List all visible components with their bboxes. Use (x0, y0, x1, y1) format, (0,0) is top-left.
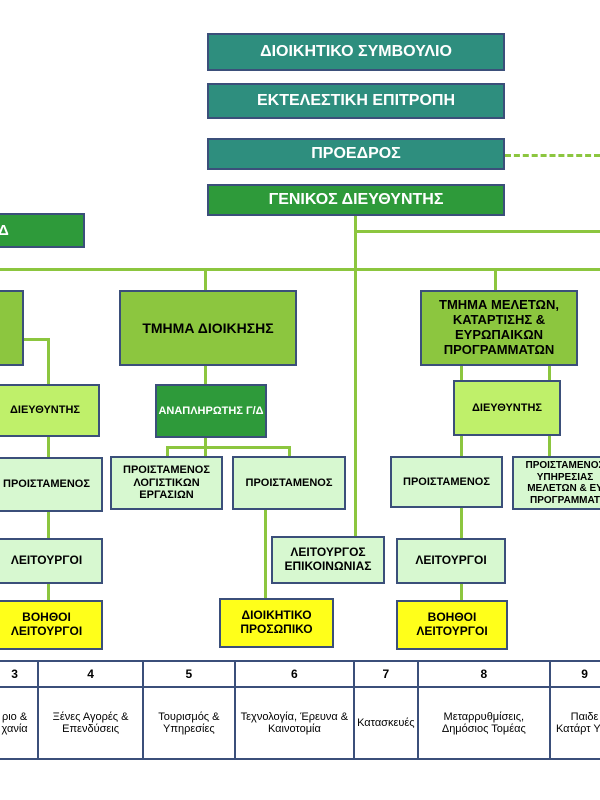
left-head-box: ΠΡΟΙΣΤΑΜΕΝΟΣ (0, 457, 103, 512)
sector-label: Μεταρρυθμίσεις, Δημόσιος Τομέας (416, 686, 552, 760)
executive-committee-box: ΕΚΤΕΛΕΣΤΙΚΗ ΕΠΙΤΡΟΠΗ (207, 83, 505, 119)
connector-line (47, 584, 50, 600)
sector-label: Τουρισμός & Υπηρεσίες (142, 686, 236, 760)
left-officers-box: ΛΕΙΤΟΥΡΓΟΙ (0, 538, 103, 584)
admin-staff-box: ΔΙΟΙΚΗΤΙΚΟ ΠΡΟΣΩΠΙΚΟ (219, 598, 334, 648)
connector-line (204, 366, 207, 384)
connector-line (47, 437, 50, 457)
connector-line (354, 230, 600, 233)
sector-label: Τεχνολογία, Έρευνα & Καινοτομία (233, 686, 356, 760)
admin-head-box: ΠΡΟΙΣΤΑΜΕΝΟΣ (232, 456, 346, 510)
connector-line (460, 508, 463, 538)
sector-label: Παιδε Κατάρτ Υγεί (549, 686, 600, 760)
sector-label: Ξένες Αγορές & Επενδύσεις (37, 686, 144, 760)
connector-line (354, 214, 357, 539)
studies-head-box: ΠΡΟΙΣΤΑΜΕΝΟΣ (390, 456, 503, 508)
sector-number: 5 (142, 660, 236, 688)
connector-line (548, 436, 551, 456)
deputy-director-box: ΑΝΑΠΛΗΡΩΤΗΣ Γ/Δ (155, 384, 267, 438)
sector-number: 3 (0, 660, 40, 688)
connector-line (460, 366, 463, 380)
connector-line (20, 338, 50, 341)
sector-label: ριο & χανία (0, 686, 40, 760)
dashed-connector (505, 154, 600, 157)
sector-number: 4 (37, 660, 144, 688)
communication-officer-box: ΛΕΙΤΟΥΡΓΟΣ ΕΠΙΚΟΙΝΩΝΙΑΣ (271, 536, 385, 584)
accounting-head-box: ΠΡΟΙΣΤΑΜΕΝΟΣ ΛΟΓΙΣΤΙΚΩΝ ΕΡΓΑΣΙΩΝ (110, 456, 223, 510)
board-box: ΔΙΟΙΚΗΤΙΚΟ ΣΥΜΒΟΥΛΙΟ (207, 33, 505, 71)
connector-line (460, 584, 463, 600)
sector-number: 8 (416, 660, 552, 688)
sectors-table: 3 4 5 6 7 8 9 ριο & χανία Ξένες Αγορές &… (0, 660, 600, 760)
left-assistants-box: ΒΟΗΘΟΙ ΛΕΙΤΟΥΡΓΟΙ (0, 600, 103, 650)
sector-label: Κατασκευές (353, 686, 419, 760)
admin-department-box: ΤΜΗΜΑ ΔΙΟΙΚΗΣΗΣ (119, 290, 297, 366)
connector-line (204, 268, 207, 290)
connector-line (264, 510, 267, 598)
connector-line (0, 268, 600, 271)
studies-assistants-box: ΒΟΗΘΟΙ ΛΕΙΤΟΥΡΓΟΙ (396, 600, 508, 650)
sector-number: 6 (233, 660, 356, 688)
sector-number: 7 (353, 660, 419, 688)
connector-line (47, 338, 50, 384)
sector-number: 9 (549, 660, 600, 688)
connector-line (548, 366, 551, 380)
connector-line (166, 446, 290, 449)
studies-officers-box: ΛΕΙΤΟΥΡΓΟΙ (396, 538, 506, 584)
left-partial-box: Δ (0, 213, 85, 248)
general-director-box: ΓΕΝΙΚΟΣ ΔΙΕΥΘΥΝΤΗΣ (207, 184, 505, 216)
connector-line (166, 446, 169, 456)
president-box: ΠΡΟΕΔΡΟΣ (207, 138, 505, 170)
studies-service-head-box: ΠΡΟΙΣΤΑΜΕΝΟΣ ΥΠΗΡΕΣΙΑΣ ΜΕΛΕΤΩΝ & ΕΥ ΠΡΟΓ… (512, 456, 600, 510)
studies-department-box: ΤΜΗΜΑ ΜΕΛΕΤΩΝ, ΚΑΤΑΡΤΙΣΗΣ & ΕΥΡΩΠΑΙΚΩΝ Π… (420, 290, 578, 366)
connector-line (288, 446, 291, 456)
connector-line (47, 512, 50, 538)
left-director-box: ΔΙΕΥΘΥΝΤΗΣ (0, 384, 100, 437)
connector-line (494, 268, 497, 290)
connector-line (460, 436, 463, 456)
studies-director-box: ΔΙΕΥΘΥΝΤΗΣ (453, 380, 561, 436)
left-department-box (0, 290, 24, 366)
